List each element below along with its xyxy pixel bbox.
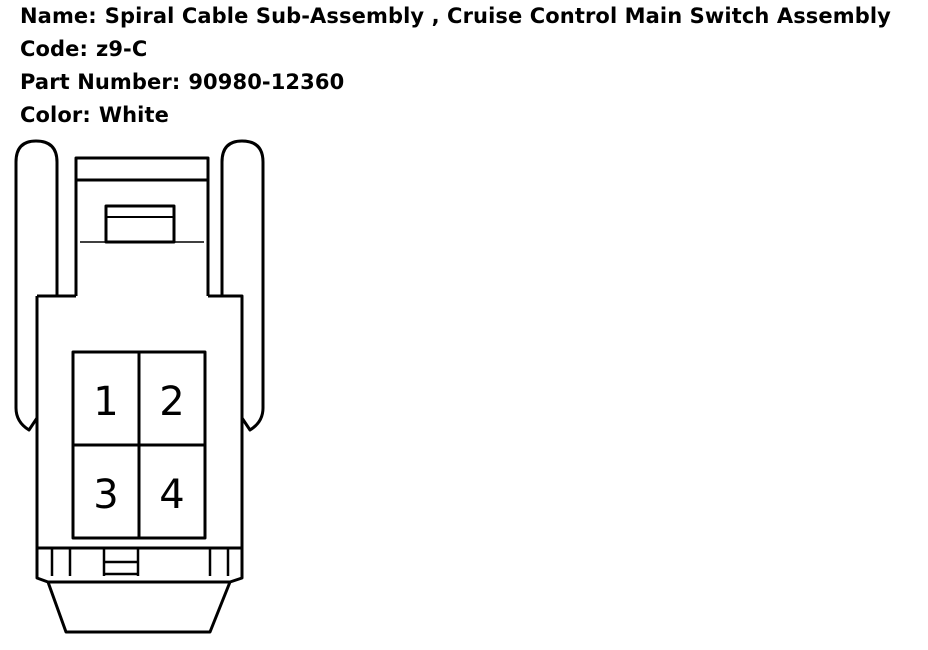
locking-frame: [74, 156, 210, 296]
right-latch-arm: [220, 139, 265, 432]
left-latch-arm: [14, 139, 59, 432]
name-value: Spiral Cable Sub-Assembly , Cruise Contr…: [104, 4, 891, 28]
color-line: Color: White: [20, 99, 891, 132]
connector-housing: [35, 294, 244, 634]
color-value: White: [98, 103, 169, 127]
name-label: Name:: [20, 4, 97, 28]
part-number-label: Part Number:: [20, 70, 181, 94]
pin-label: 3: [93, 472, 118, 518]
lock-tab: [104, 204, 176, 244]
part-number-line: Part Number: 90980-12360: [20, 66, 891, 99]
color-label: Color:: [20, 103, 91, 127]
code-line: Code: z9-C: [20, 33, 891, 66]
pin-label: 4: [159, 472, 184, 518]
name-line: Name: Spiral Cable Sub-Assembly , Cruise …: [20, 0, 891, 33]
pin-label: 1: [93, 379, 118, 425]
part-number-value: 90980-12360: [188, 70, 345, 94]
code-label: Code:: [20, 37, 89, 61]
pin-label: 2: [159, 379, 184, 425]
connector-info: Name: Spiral Cable Sub-Assembly , Cruise …: [20, 0, 891, 132]
code-value: z9-C: [96, 37, 148, 61]
